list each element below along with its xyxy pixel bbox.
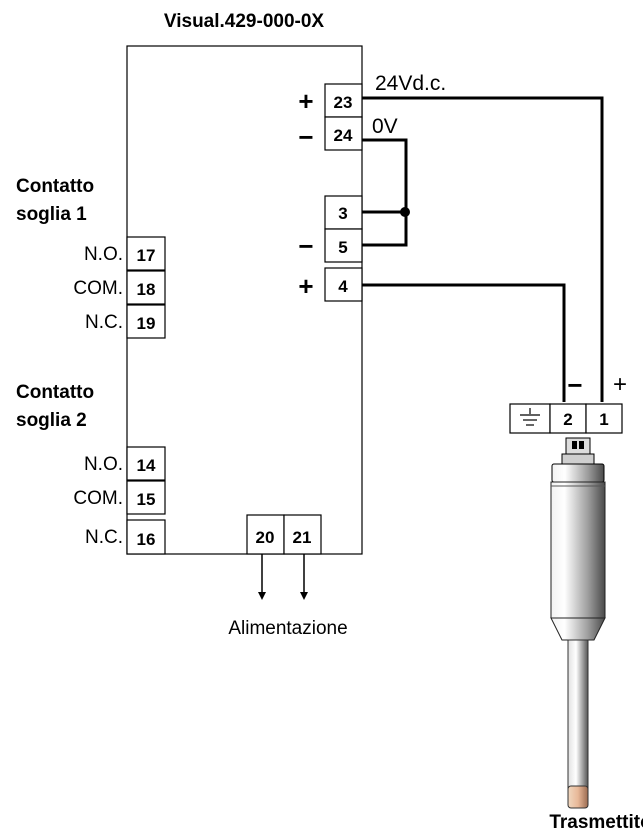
terminal-14: N.O. 14 xyxy=(84,446,166,481)
device-title: Visual.429-000-0X xyxy=(164,11,325,32)
terminal-number: 24 xyxy=(334,126,353,145)
terminal-20: 20 xyxy=(246,514,285,555)
power-arrows xyxy=(258,554,308,600)
terminal-24: 24 xyxy=(324,116,363,151)
wire-0v xyxy=(362,138,408,247)
terminal-label: COM. xyxy=(73,278,123,299)
junction-dot xyxy=(400,207,410,217)
contact-1-title-line1: Contatto xyxy=(16,176,94,197)
terminal-number: 18 xyxy=(137,280,156,299)
terminal-number: 19 xyxy=(137,314,156,333)
terminal-number: 20 xyxy=(256,528,275,547)
terminal-21: 21 xyxy=(283,514,322,555)
minus-sign: − xyxy=(298,122,313,152)
plus-sign: + xyxy=(298,271,313,301)
ground-icon xyxy=(520,408,540,426)
terminal-label: COM. xyxy=(73,488,123,509)
terminal-3: 3 xyxy=(324,195,363,230)
terminal-16: N.C. 16 xyxy=(85,519,166,555)
terminal-label: N.O. xyxy=(84,454,123,475)
wire-label-24vdc: 24Vd.c. xyxy=(375,72,446,95)
terminal-number: 21 xyxy=(293,528,312,547)
terminal-label: N.O. xyxy=(84,244,123,265)
wire-signal xyxy=(362,283,566,402)
terminal-4: 4 xyxy=(324,267,363,302)
plus-sign: + xyxy=(298,86,313,116)
terminal-number: 16 xyxy=(137,530,156,549)
terminal-18: COM. 18 xyxy=(73,270,166,305)
terminal-23: 23 xyxy=(324,83,363,118)
terminal-number: 2 xyxy=(563,410,572,429)
plus-sign: + xyxy=(613,371,627,398)
transmitter-device xyxy=(550,437,606,809)
terminal-label: N.C. xyxy=(85,312,123,333)
transmitter-label: Trasmettitore 440 xyxy=(549,812,643,833)
terminal-number: 15 xyxy=(137,490,156,509)
transmitter-terminal-block: 2 1 xyxy=(509,403,623,434)
terminal-label: N.C. xyxy=(85,527,123,548)
contact-2-title-line1: Contatto xyxy=(16,382,94,403)
terminal-number: 5 xyxy=(338,238,347,257)
wire-24vdc xyxy=(362,96,604,402)
terminal-number: 14 xyxy=(137,456,156,475)
terminal-5: 5 xyxy=(324,228,363,263)
terminal-19: N.C. 19 xyxy=(85,304,166,339)
terminal-17: N.O. 17 xyxy=(84,236,166,271)
contact-1-title-line2: soglia 1 xyxy=(16,204,87,225)
terminal-number: 17 xyxy=(137,246,156,265)
minus-sign: − xyxy=(298,231,313,261)
contact-2-title-line2: soglia 2 xyxy=(16,410,87,431)
power-label: Alimentazione xyxy=(228,618,347,639)
terminal-number: 3 xyxy=(338,204,347,223)
device-body xyxy=(126,45,363,555)
terminal-number: 4 xyxy=(338,277,348,296)
terminal-number: 23 xyxy=(334,93,353,112)
wire-label-0v: 0V xyxy=(372,115,398,138)
terminal-number: 1 xyxy=(599,410,608,429)
minus-sign: − xyxy=(567,370,582,400)
terminal-15: COM. 15 xyxy=(73,480,166,515)
